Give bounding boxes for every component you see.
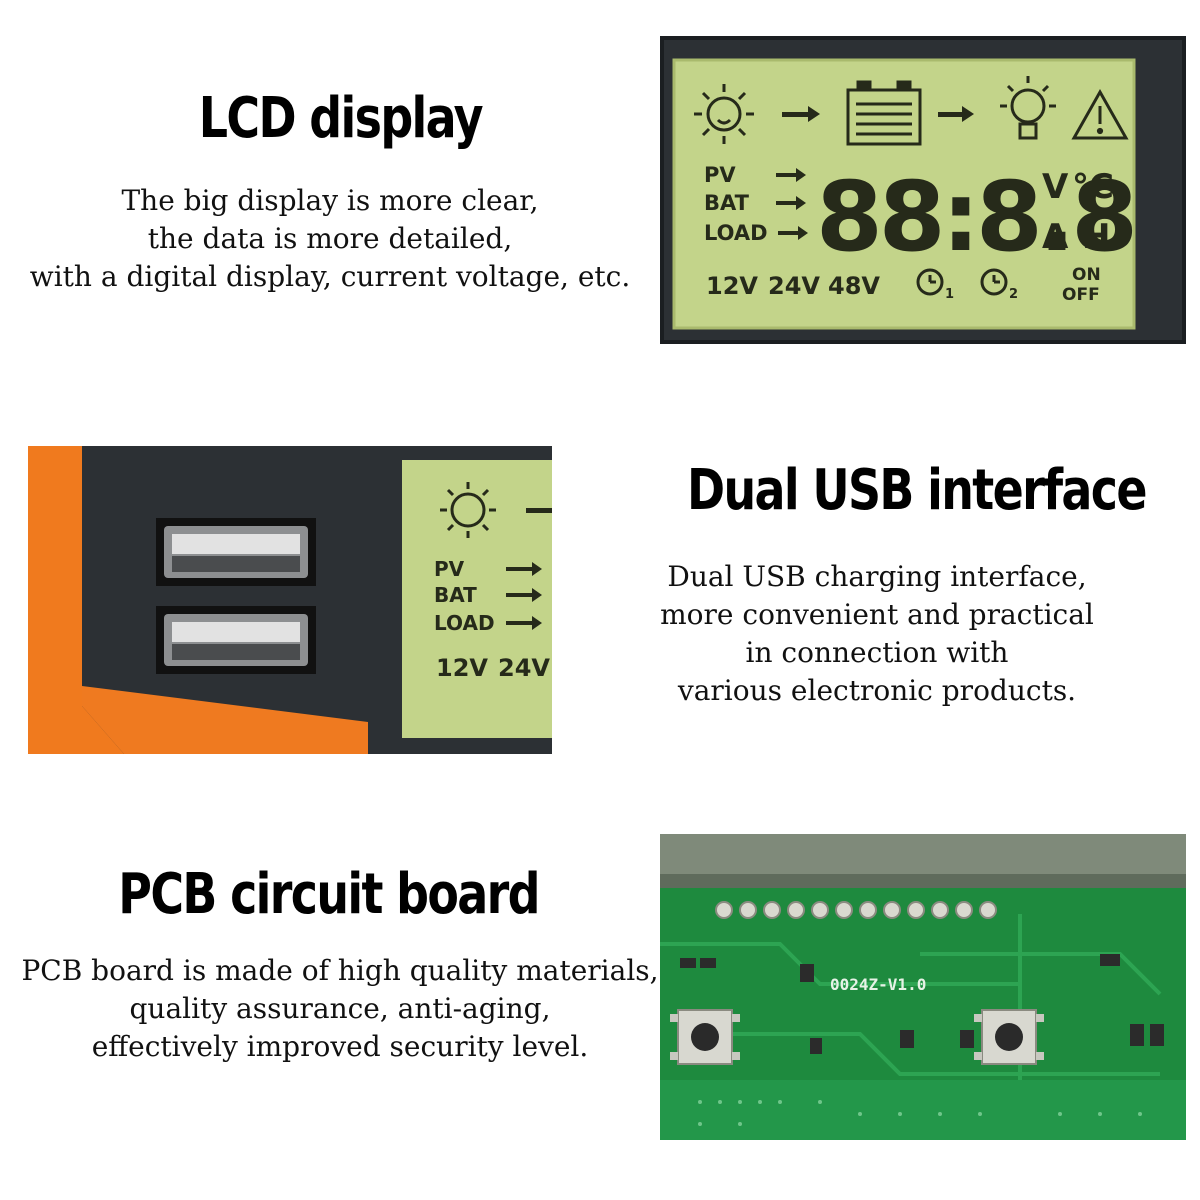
desc-line: various electronic products.	[677, 674, 1077, 707]
arrow-icon	[782, 106, 820, 122]
unit-celsius: °C	[1072, 167, 1114, 207]
pv-label: PV	[434, 557, 465, 581]
warning-icon	[1071, 88, 1129, 140]
voltage-24v: 24V	[498, 654, 550, 682]
pv-label: PV	[704, 163, 736, 187]
lcd-display-description: The big display is more clear, the data …	[0, 182, 660, 296]
usb-port-icon	[156, 518, 316, 586]
pin-header	[715, 901, 997, 919]
usb-panel-photo: PV BAT LOAD 12V 24V	[28, 446, 552, 754]
voltage-12v: 12V	[706, 272, 758, 300]
alarm-clock-icon	[916, 268, 944, 296]
sun-icon	[440, 482, 496, 538]
lcd-display-heading: LCD display	[198, 86, 484, 151]
desc-line: with a digital display, current voltage,…	[29, 260, 631, 293]
bat-label: BAT	[434, 583, 477, 607]
timer-1-label: 1	[945, 287, 954, 302]
lcd-panel-photo: PV BAT LOAD 88:8.8 V °C A H 12V 24V 48V …	[660, 36, 1186, 344]
bulb-icon	[1000, 76, 1056, 140]
desc-line: Dual USB charging interface,	[667, 560, 1087, 593]
desc-line: quality assurance, anti-aging,	[129, 992, 551, 1025]
pcb-description: PCB board is made of high quality materi…	[20, 952, 660, 1066]
dual-usb-description: Dual USB charging interface, more conven…	[600, 558, 1154, 710]
off-label: OFF	[1062, 285, 1100, 305]
unit-a: A	[1042, 217, 1069, 257]
lcd-digits: 88:8.8	[816, 161, 1134, 273]
on-label: ON	[1072, 265, 1101, 285]
pcb-panel-photo: 0024Z-V1.0	[660, 834, 1186, 1140]
voltage-48v: 48V	[828, 272, 880, 300]
tact-switch-icon	[670, 1009, 740, 1065]
alarm-clock-icon	[980, 268, 1008, 296]
desc-line: more convenient and practical	[660, 598, 1094, 631]
pcb-heading: PCB circuit board	[118, 862, 540, 927]
tact-switch-icon	[974, 1009, 1044, 1065]
voltage-12v: 12V	[436, 654, 488, 682]
pcb-board-label: 0024Z-V1.0	[830, 975, 926, 994]
bat-label: BAT	[704, 191, 750, 215]
load-label: LOAD	[704, 221, 768, 245]
unit-v: V	[1042, 167, 1069, 207]
desc-line: The big display is more clear,	[121, 184, 539, 217]
arrow-icon	[506, 562, 542, 630]
battery-icon	[846, 80, 922, 146]
desc-line: in connection with	[745, 636, 1009, 669]
load-label: LOAD	[434, 611, 495, 635]
arrow-icon	[938, 106, 974, 122]
desc-line: PCB board is made of high quality materi…	[21, 954, 659, 987]
sun-icon	[694, 84, 754, 144]
usb-port-icon	[156, 606, 316, 674]
desc-line: effectively improved security level.	[91, 1030, 589, 1063]
unit-h: H	[1082, 217, 1110, 257]
dual-usb-heading: Dual USB interface	[687, 458, 1147, 523]
voltage-24v: 24V	[768, 272, 820, 300]
desc-line: the data is more detailed,	[147, 222, 513, 255]
arrow-icon	[776, 168, 808, 240]
timer-2-label: 2	[1009, 287, 1018, 302]
